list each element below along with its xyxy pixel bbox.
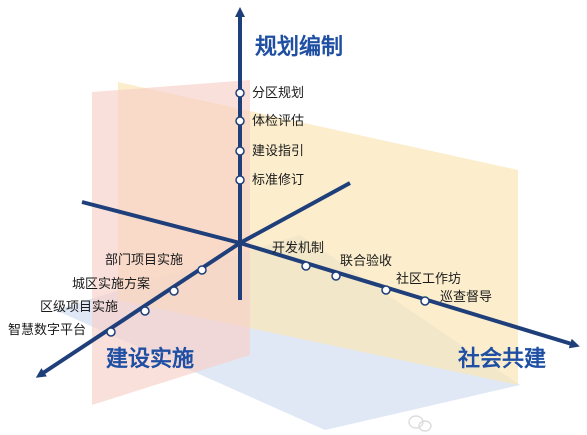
right-node-label: 巡查督导 [440, 290, 492, 305]
right-node-label: 开发机制 [272, 240, 324, 256]
right-node-dot [301, 261, 311, 271]
vertical-node-label: 建设指引 [252, 144, 304, 159]
right-node-dot [331, 271, 341, 281]
right-axis-title: 社会共建 [458, 346, 546, 372]
left-axis-title: 建设实施 [106, 346, 194, 372]
left-node-label: 城区实施方案 [72, 276, 150, 292]
vertical-axis-title: 规划编制 [255, 34, 343, 60]
right-node-dot [420, 296, 430, 306]
vertical-node-dot [235, 146, 245, 156]
vertical-node-dot [235, 88, 245, 98]
vertical-node-label: 分区规划 [252, 86, 304, 101]
left-node-dot [197, 265, 207, 275]
left-node-dot [140, 306, 150, 316]
right-axis [239, 241, 580, 349]
plane-pink [92, 80, 250, 405]
wechat-icon [408, 415, 432, 432]
vertical-node-dot [235, 116, 245, 126]
vertical-node-label: 体检评估 [252, 114, 304, 129]
left-node-dot [169, 286, 179, 296]
left-axis [35, 241, 242, 378]
vertical-node-label: 标准修订 [252, 173, 304, 188]
vertical-node-dot [235, 175, 245, 185]
right-node-label: 联合验收 [340, 253, 392, 269]
right-node-dot [381, 285, 391, 295]
right-node-label: 社区工作坊 [396, 271, 461, 287]
left-node-label: 区级项目实施 [40, 300, 118, 315]
left-node-dot [106, 327, 116, 337]
left-node-label: 智慧数字平台 [8, 322, 86, 338]
diagonal-axis-line [239, 181, 351, 245]
left-node-label: 部门项目实施 [105, 253, 183, 268]
back-axis-line [81, 200, 241, 245]
